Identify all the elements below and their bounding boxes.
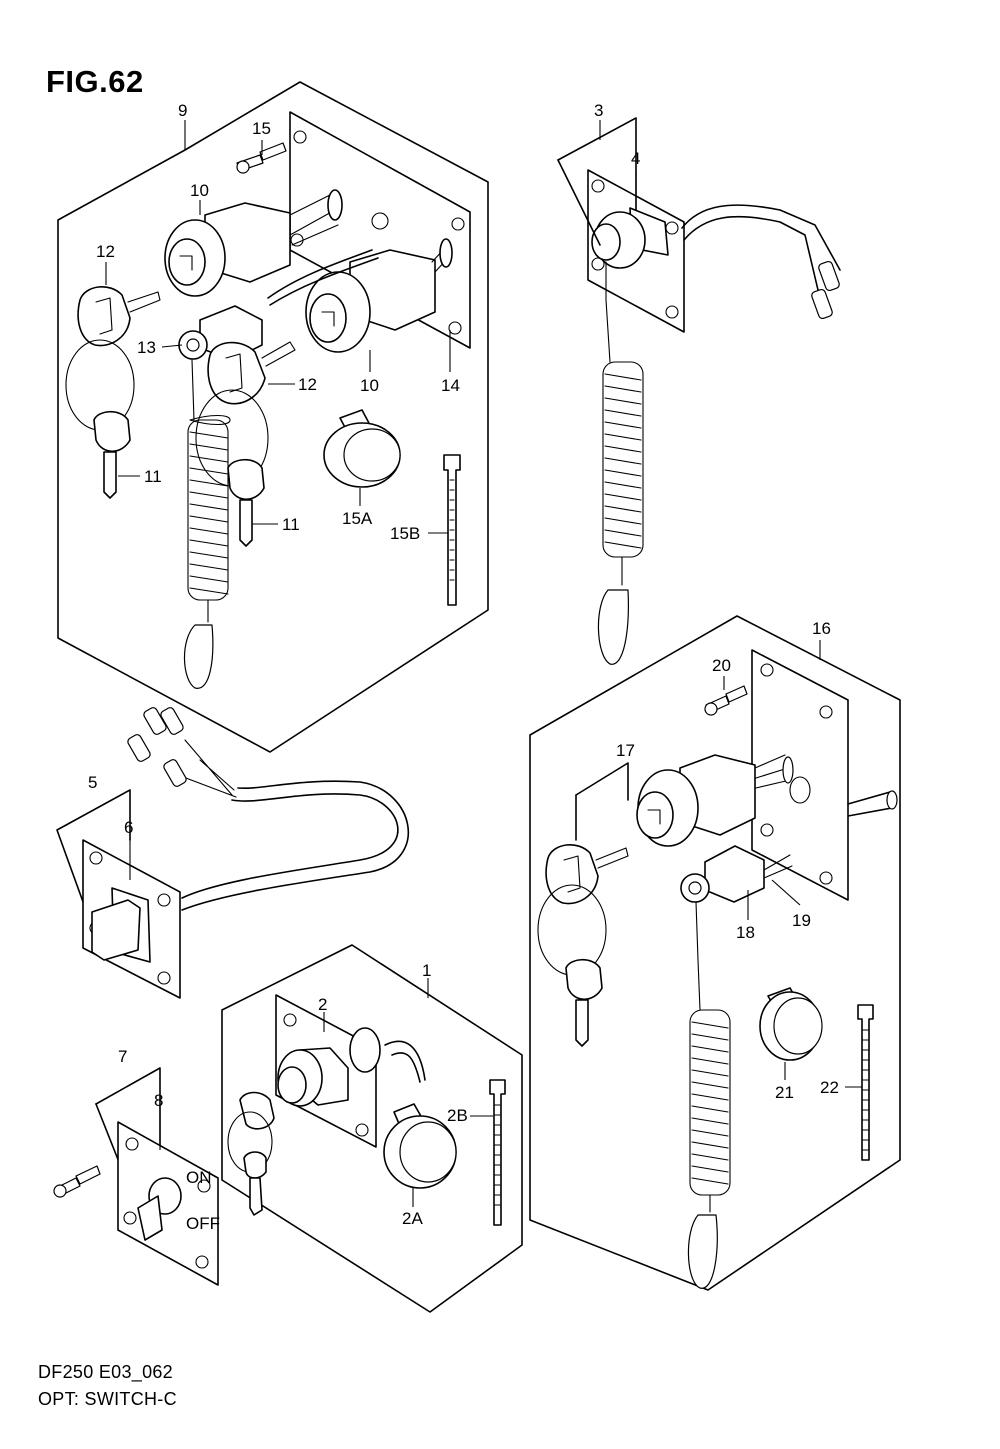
callout-11-left: 11 [144, 467, 162, 486]
callout-10-upper: 10 [190, 181, 209, 200]
callout-19: 19 [792, 911, 811, 930]
screw-icon [53, 1165, 101, 1198]
cap-21 [759, 987, 823, 1061]
kit-16-group [529, 615, 901, 1291]
callout-22: 22 [820, 1078, 839, 1097]
ignition-switch-lower [305, 238, 453, 353]
cable-tie-icon [857, 1004, 874, 1161]
switch-off-marking: OFF [186, 1214, 220, 1233]
callout-12-left: 12 [96, 242, 115, 261]
callout-15B: 15B [390, 524, 420, 543]
key-icon [537, 844, 629, 1047]
callout-17: 17 [616, 741, 635, 760]
kit-7-group: ON OFF [53, 1067, 220, 1286]
ignition-switch-17 [636, 754, 794, 847]
kit-9-box [57, 81, 489, 753]
callout-9: 9 [178, 101, 187, 120]
callout-8: 8 [154, 1091, 163, 1110]
cable-tie-icon [489, 1079, 506, 1226]
callout-12-right: 12 [298, 375, 317, 394]
kit-1-box [221, 944, 523, 1313]
callout-14: 14 [441, 376, 460, 395]
stop-switch-18 [680, 845, 793, 903]
callout-2: 2 [318, 995, 327, 1014]
callout-15: 15 [252, 119, 271, 138]
key-icon [227, 1091, 275, 1216]
kit-9-group [57, 81, 489, 753]
switch-on-marking: ON [186, 1168, 212, 1187]
screw-icon [704, 685, 748, 716]
callout-5: 5 [88, 773, 97, 792]
model-code-label: DF250 E03_062 [38, 1362, 173, 1382]
callout-16: 16 [812, 619, 831, 638]
ignition-switch-upper [164, 189, 343, 297]
kit-16-box [529, 615, 901, 1291]
cap-15A [323, 409, 401, 488]
kit-5-group [56, 707, 410, 999]
kit-1-group [221, 944, 523, 1313]
section-name-label: OPT: SWITCH-C [38, 1389, 177, 1409]
callout-3: 3 [594, 101, 603, 120]
lanyard-coil-kit-16 [687, 901, 731, 1289]
callout-4: 4 [631, 149, 640, 168]
callout-13: 13 [137, 338, 156, 357]
callout-15A: 15A [342, 509, 373, 528]
lanyard-coil-kit-9 [183, 359, 231, 689]
callout-11-right: 11 [282, 515, 300, 534]
key-icon [65, 286, 161, 499]
cap-2A [383, 1103, 457, 1189]
callout-18: 18 [736, 923, 755, 942]
callout-6: 6 [124, 818, 133, 837]
callout-10-lower: 10 [360, 376, 379, 395]
lanyard-coil-kit-3 [597, 261, 644, 665]
callout-labels: 9 15 10 12 13 12 10 14 11 11 15A 15B 3 4… [88, 101, 839, 1228]
key-icon [195, 341, 296, 547]
callout-7: 7 [118, 1047, 127, 1066]
callout-20: 20 [712, 656, 731, 675]
callout-2B: 2B [447, 1106, 468, 1125]
callout-1: 1 [422, 961, 431, 980]
screw-icon [236, 142, 287, 174]
callout-21: 21 [775, 1083, 794, 1102]
figure-title: FIG.62 [46, 64, 144, 99]
callout-2A: 2A [402, 1209, 423, 1228]
kit-3-group [557, 117, 841, 665]
cable-tie-icon [443, 454, 461, 606]
